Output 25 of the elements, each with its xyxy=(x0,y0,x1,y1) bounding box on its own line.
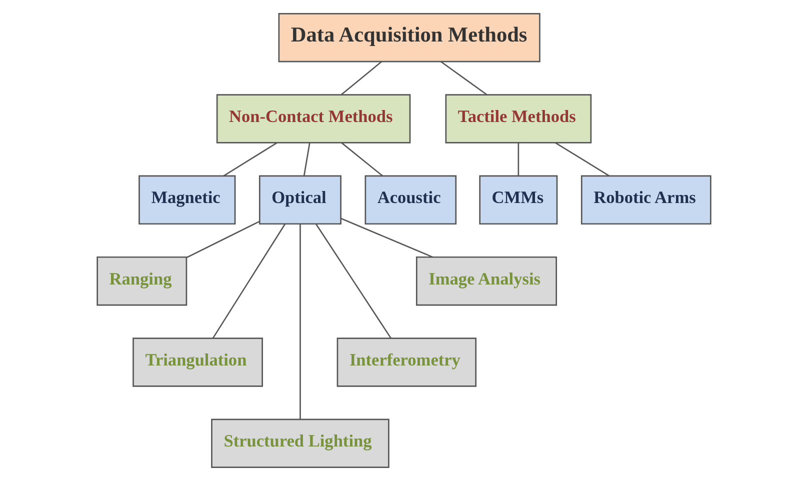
node-box: Image Analysis xyxy=(415,256,556,306)
node-box: Ranging xyxy=(96,256,187,306)
node-box: CMMs xyxy=(478,175,558,225)
connector xyxy=(302,142,310,176)
node-box: Optical xyxy=(258,175,341,225)
connector xyxy=(186,220,260,258)
node-box: Robotic Arms xyxy=(580,175,711,225)
node-box: Tactile Methods xyxy=(444,94,592,144)
node-box: Magnetic xyxy=(138,175,236,225)
node-box: Data Acquisition Methods xyxy=(278,12,540,62)
connector xyxy=(340,61,382,96)
connector xyxy=(340,142,383,176)
connector xyxy=(212,224,286,339)
connector xyxy=(554,142,610,176)
connector xyxy=(299,224,300,420)
node-box: Interferometry xyxy=(336,338,476,387)
connector xyxy=(340,218,432,258)
connector xyxy=(314,224,391,339)
connector xyxy=(517,142,519,176)
connector xyxy=(222,142,277,176)
node-box: Non-Contact Methods xyxy=(216,94,410,144)
connector xyxy=(440,61,487,96)
node-box: Acoustic xyxy=(364,175,456,225)
node-box: Triangulation xyxy=(132,338,262,387)
node-box: Structured Lighting xyxy=(210,418,389,468)
